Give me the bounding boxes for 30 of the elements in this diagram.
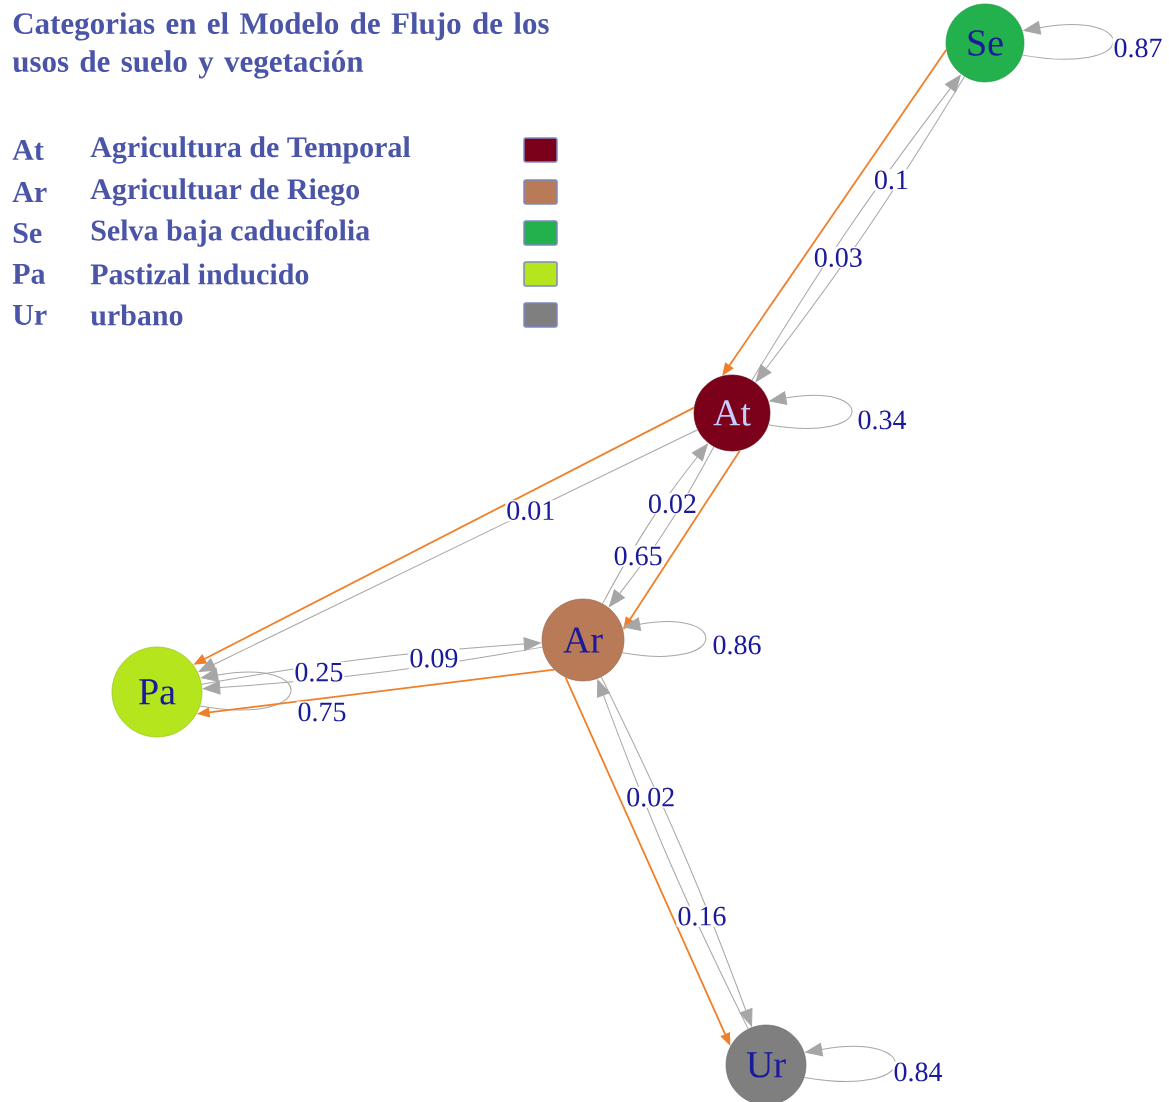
abbreviation: Pa [12,264,46,284]
edge-label: 0.09 [408,647,460,669]
edge-label: 0.25 [293,661,345,683]
edge-label: 0.02 [646,493,698,515]
edge-label: 0.1 [872,169,910,191]
edge-label: 0.01 [505,500,557,522]
edge-label: 0.02 [625,786,677,808]
abbreviation: At [12,139,44,161]
edge-label: 0.65 [612,545,664,567]
edge-label: 0.84 [892,1061,944,1083]
arrow [621,617,707,657]
edge-label: 0.87 [1112,37,1164,59]
abbreviation: Ur [12,305,47,325]
arrow [1021,21,1114,60]
edge-label: 0.34 [856,409,908,431]
abbreviation: Se [13,222,42,244]
legend-text: Agricultura de Temporal [90,136,411,164]
arrow [199,668,292,711]
title: Categorias en el Modelo de Flujo de los usos de suelo y vegetación [12,12,549,79]
edge-label: 0.16 [676,905,728,927]
legend-text: Selva baja caducifolia [91,219,370,247]
edge-label: 0.86 [711,634,763,656]
edge-label: 0.03 [812,247,864,269]
edge-label: 0.75 [296,701,348,723]
legend-text: urbano [90,304,183,326]
arrow [803,1042,896,1082]
arrow [767,391,853,429]
legend-text: Agricultuar de Riego [90,178,360,206]
legend-text: Pastizal inducido [90,263,309,285]
abbreviation: Ar [12,182,47,202]
